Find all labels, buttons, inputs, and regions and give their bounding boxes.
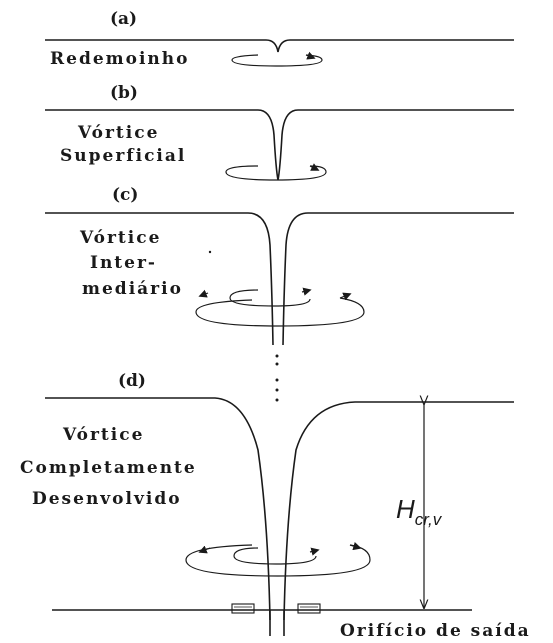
panel-c-label-line3: mediário [82, 279, 183, 299]
critical-height-label: Hcr,v [396, 494, 443, 529]
panel-c-tag: (c) [112, 185, 138, 205]
panel-b-label-line2: Superficial [60, 146, 186, 166]
panel-d-water-surface-right [283, 401, 514, 621]
panel-a-water-surface [45, 39, 514, 53]
panel-d-label-line2: Completamente [20, 458, 197, 478]
panel-d-tag: (d) [118, 371, 146, 391]
panel-c-label-line2: Inter- [90, 253, 157, 273]
panel-b-tag: (b) [110, 83, 138, 103]
panel-a: (a) Redemoinho [45, 9, 514, 69]
panel-b: (b) Vórtice Superficial [45, 83, 514, 181]
panel-c: (c) Vórtice Inter- mediário [45, 185, 514, 402]
panel-c-dotted-core [275, 354, 279, 402]
panel-c-water-surface-left [45, 212, 274, 346]
panel-b-swirl [225, 163, 327, 181]
panel-d-swirl-outer [185, 542, 371, 577]
panel-a-label: Redemoinho [50, 49, 190, 69]
panel-d-swirl-inner [233, 547, 320, 565]
panel-d-water-surface-left [45, 397, 271, 621]
panel-c-water-surface-right [282, 212, 514, 346]
panel-d: (d) Vórtice Completamente Desenvolvido [20, 371, 531, 641]
panel-c-swirl-outer [195, 292, 365, 327]
panel-a-tag: (a) [110, 9, 137, 29]
panel-d-label-line3: Desenvolvido [32, 489, 182, 509]
panel-d-label-line1: Vórtice [62, 425, 144, 445]
critical-height-subscript: cr,v [415, 510, 443, 529]
outlet-label: Orifício de saída [340, 621, 531, 641]
panel-a-swirl [231, 51, 323, 67]
panel-c-label-line1: Vórtice [79, 228, 161, 248]
critical-height-symbol: H [396, 494, 415, 524]
panel-b-label-line1: Vórtice [77, 123, 159, 143]
panel-b-water-surface [45, 109, 514, 181]
panel-c-swirl-inner [198, 287, 312, 307]
outlet-orifice [231, 603, 321, 636]
